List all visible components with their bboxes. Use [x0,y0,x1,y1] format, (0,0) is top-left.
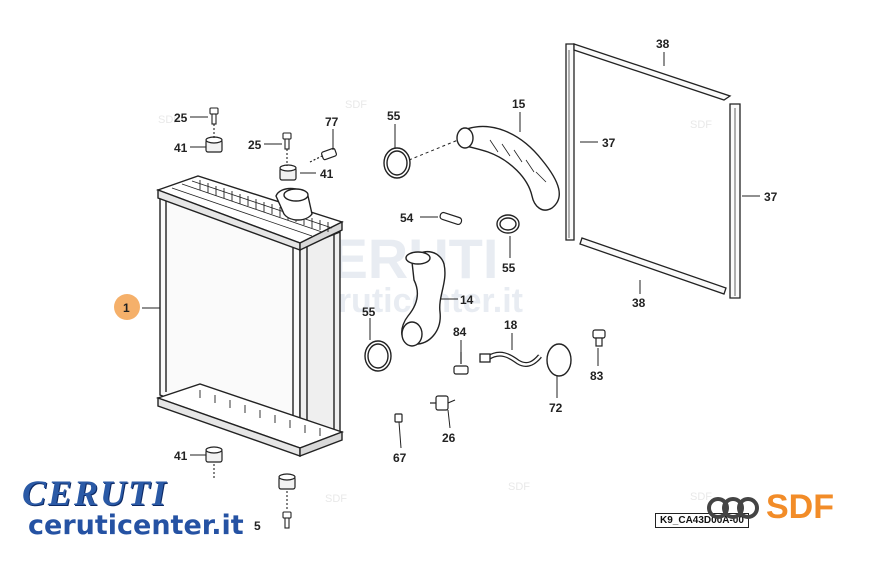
seal-strip [565,43,741,299]
part-label: 41 [174,141,188,155]
part-label: 18 [504,318,518,332]
part-label: 38 [656,37,670,51]
drawing-code: K9_CA43D00A-00 [655,513,749,528]
part-label: 72 [549,401,563,415]
drain-valve [430,395,456,411]
brand-url: ceruticenter.it [28,510,244,541]
hose [456,125,560,211]
sdf-logo-text: SDF [766,488,834,526]
sdf-logo: SDF [706,488,834,527]
radiator [155,175,345,458]
part-label: 54 [400,211,414,225]
part-label: 25 [248,138,262,152]
part-label: 37 [602,136,616,150]
hose-clamp [364,147,572,377]
breather-plug [592,329,606,347]
part-label: 1 [123,301,130,315]
small-plug [394,413,403,423]
callout-bubble [114,294,140,320]
part-label: 55 [387,109,401,123]
part-label: 55 [362,305,376,319]
watermark-small: SDF [690,119,712,131]
fitting [453,352,469,375]
sdf-knot-icon [707,496,759,519]
part-label: 67 [393,451,407,465]
part-label: 14 [460,293,474,307]
part-label: 5 [254,519,261,533]
part-label: 55 [502,261,516,275]
watermark-small: SDF [325,493,347,505]
part-label: 15 [512,97,526,111]
part-label: 41 [320,167,334,181]
part-label: 37 [764,190,778,204]
watermark-small: SDF [158,114,180,126]
leader-lines [142,52,760,456]
part-label: 41 [174,449,188,463]
part-label: 26 [442,431,456,445]
bolt [209,107,292,529]
part-labels: 1 25 41 25 41 77 55 15 54 55 14 55 84 18… [123,37,778,533]
part-label: 84 [453,325,467,339]
watermark-small: SDF [345,99,367,111]
part-label: 38 [632,296,646,310]
rubber-bushing [205,136,297,490]
brand-title: CERUTI [22,473,169,513]
small-hose [479,351,542,367]
part-label: 83 [590,369,604,383]
hose [401,251,446,347]
watermark-small: SDF [690,491,712,503]
watermark-small: SDF [508,481,530,493]
part-label: 77 [325,115,339,129]
drain-plug [309,147,337,163]
part-label: 25 [174,111,188,125]
o-ring [439,211,463,226]
